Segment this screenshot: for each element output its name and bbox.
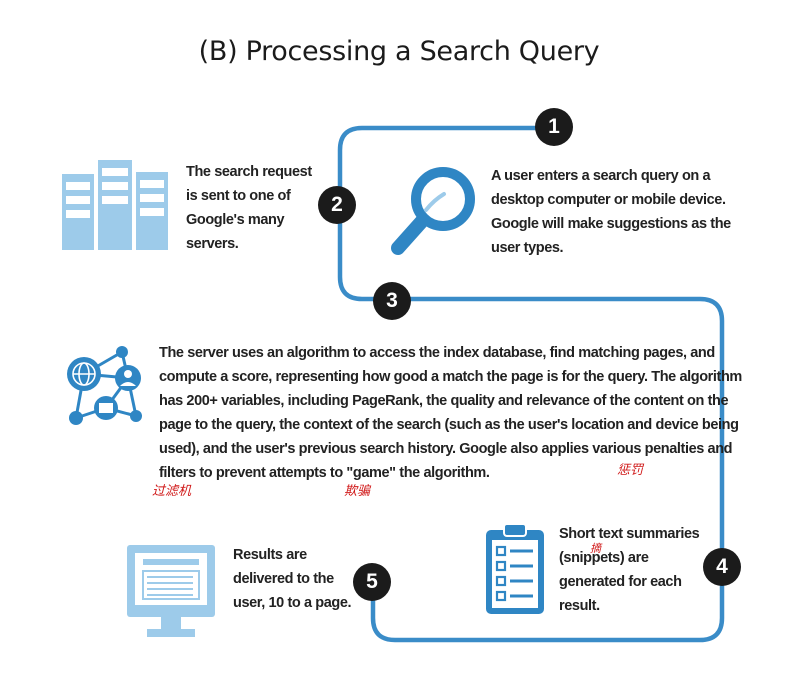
step-3-badge: 3: [373, 282, 411, 320]
network-icon: [67, 346, 142, 425]
text-line: user, 10 to a page.: [233, 595, 352, 611]
magnifier-icon: [391, 167, 475, 255]
text-line: result.: [559, 598, 600, 614]
step-4-badge: 4: [703, 548, 741, 586]
step-1-badge: 1: [535, 108, 573, 146]
text-line: delivered to the: [233, 571, 334, 587]
handwritten-annotation: 欺骗: [344, 484, 371, 499]
text-line: is sent to one of: [186, 188, 291, 204]
step-5-text: Results are delivered to the user, 10 to…: [233, 543, 352, 615]
text-line: Results are: [233, 547, 307, 563]
text-line: page to the query, the context of the se…: [159, 417, 739, 433]
handwritten-annotation: 摘: [590, 542, 601, 555]
text-line: servers.: [186, 236, 239, 252]
text-line: user types.: [491, 240, 564, 256]
text-line: A user enters a search query on a: [491, 168, 711, 184]
monitor-icon: [127, 545, 215, 637]
step-3-text: The server uses an algorithm to access t…: [159, 341, 742, 485]
text-line: has 200+ variables, including PageRank, …: [159, 393, 729, 409]
text-line: (snippets) are: [559, 550, 649, 566]
step-2-text: The search request is sent to one of Goo…: [186, 160, 312, 256]
servers-icon: [62, 160, 168, 250]
text-line: compute a score, representing how good a…: [159, 369, 742, 385]
text-line: filters to prevent attempts to "game" th…: [159, 465, 490, 481]
text-line: Google's many: [186, 212, 285, 228]
handwritten-annotation: 过滤机: [152, 484, 192, 499]
text-line: generated for each: [559, 574, 682, 590]
text-line: desktop computer or mobile device.: [491, 192, 726, 208]
step-5-badge: 5: [353, 563, 391, 601]
text-line: Google will make suggestions as the: [491, 216, 731, 232]
page-title: (B) Processing a Search Query: [198, 36, 600, 67]
step-1-text: A user enters a search query on a deskto…: [491, 164, 731, 260]
step-4-text: Short text summaries (snippets) are gene…: [559, 522, 700, 618]
handwritten-annotation: 惩罚: [617, 463, 644, 478]
text-line: Short text summaries: [559, 526, 700, 542]
step-2-badge: 2: [318, 186, 356, 224]
text-line: The search request: [186, 164, 312, 180]
clipboard-checklist-icon: [486, 523, 544, 614]
text-line: used), and the user's previous search hi…: [159, 441, 733, 457]
text-line: The server uses an algorithm to access t…: [159, 345, 715, 361]
